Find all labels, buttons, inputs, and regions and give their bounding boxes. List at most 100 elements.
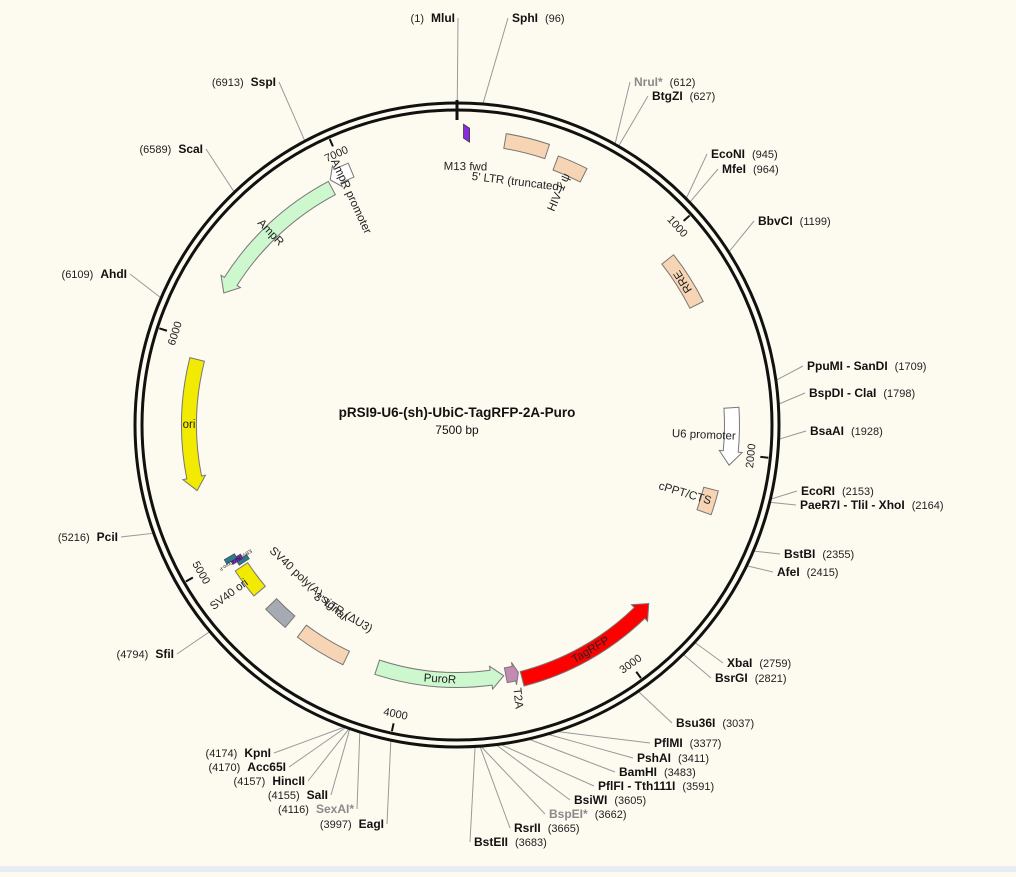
site-position: (2153)	[842, 486, 874, 498]
site-name: MfeI	[722, 162, 746, 176]
site-leader	[614, 81, 631, 145]
site-position: (1709)	[895, 361, 927, 373]
site-leader	[728, 220, 755, 253]
site-position: (1928)	[851, 426, 883, 438]
feature-puror[interactable]: PuroR	[374, 659, 505, 691]
site-position: (2355)	[822, 549, 854, 561]
site-leader	[528, 738, 616, 773]
feature-cppt[interactable]: cPPT/CTS	[657, 480, 719, 516]
site-paer7i-tlii-xhoi[interactable]: PaeR7I - TliI - XhoI(2164)	[800, 498, 943, 512]
site-name: Acc65I	[247, 760, 286, 774]
site-sexai-[interactable]: SexAI*(4116)	[278, 802, 354, 816]
site-position: (4155)	[268, 790, 300, 802]
site-name: PciI	[97, 530, 118, 544]
site-pcii[interactable]: PciI(5216)	[58, 530, 118, 544]
feature-rre[interactable]: RRE	[661, 254, 704, 309]
feature-sv40-ori[interactable]: SV40 ori	[208, 562, 267, 613]
feature-shape	[718, 406, 744, 466]
site-bspdi-clai[interactable]: BspDI - ClaI(1798)	[809, 386, 915, 400]
site-afei[interactable]: AfeI(2415)	[777, 565, 838, 579]
restriction-sites: MluI(1) SphI(96) NruI*(612)BtgZI(627) EcoNI…	[58, 11, 944, 849]
site-leader	[547, 733, 634, 759]
site-bsaai[interactable]: BsaAI(1928)	[810, 424, 883, 438]
feature-shape	[234, 562, 267, 597]
site-nrui-[interactable]: NruI*(612)	[634, 75, 695, 89]
feature-tagrfp[interactable]: TagRFP	[519, 603, 650, 687]
site-bsrgi[interactable]: BsrGI(2821)	[715, 671, 786, 685]
site-leader	[330, 728, 351, 796]
site-position: (2759)	[759, 658, 791, 670]
site-pflfi-tth111i[interactable]: PflFI - Tth111I(3591)	[598, 779, 714, 793]
site-leader	[746, 565, 774, 573]
site-name: Bsu36I	[676, 716, 715, 730]
site-ecori[interactable]: EcoRI(2153)	[801, 484, 874, 498]
site-bspei-[interactable]: BspEI*(3662)	[549, 807, 626, 821]
site-position: (612)	[670, 77, 696, 89]
site-name: SalI	[307, 788, 328, 802]
site-leader-lines	[120, 17, 807, 843]
site-sfii[interactable]: SfiI(4794)	[117, 647, 174, 661]
site-hincii[interactable]: HincII(4157)	[234, 774, 305, 788]
site-sali[interactable]: SalI (4155)	[268, 788, 328, 802]
feature-label: HIV-1 ψ	[546, 172, 573, 214]
site-ahdi[interactable]: AhdI(6109)	[62, 267, 127, 281]
tick-label: 5000	[189, 559, 212, 586]
site-rsrii[interactable]: RsrII (3665)	[514, 821, 579, 835]
feature-ampr[interactable]: AmpR	[220, 180, 337, 294]
site-scai[interactable]: ScaI(6589)	[140, 142, 203, 156]
site-xbai[interactable]: XbaI (2759)	[727, 656, 791, 670]
feature-sv40-polya[interactable]: SV40 poly(A) signal	[265, 545, 349, 629]
site-name: EagI	[359, 817, 384, 831]
site-pshai[interactable]: PshAI(3411)	[637, 751, 709, 765]
site-kpni[interactable]: KpnI(4174)	[206, 746, 271, 760]
map-title-group: pRSI9-U6-(sh)-UbiC-TagRFP-2A-Puro 7500 b…	[339, 405, 576, 437]
site-pflmi[interactable]: PflMI(3377)	[654, 736, 721, 750]
site-position: (2821)	[755, 673, 787, 685]
site-econi[interactable]: EcoNI(945)	[711, 147, 778, 161]
feature-shape	[503, 662, 519, 685]
site-bbvci[interactable]: BbvCI(1199)	[758, 214, 831, 228]
bottom-strip	[0, 866, 1016, 872]
site-position: (627)	[690, 91, 716, 103]
feature-ori[interactable]: ori	[181, 356, 207, 492]
site-bamhi[interactable]: BamHI(3483)	[619, 765, 696, 779]
site-sphi[interactable]: SphI(96)	[512, 11, 565, 25]
site-acc65i[interactable]: Acc65I(4170)	[209, 760, 287, 774]
site-name: SexAI*	[316, 802, 354, 816]
site-name: SfiI	[155, 647, 174, 661]
feature-shape	[265, 598, 296, 629]
site-position: (6109)	[62, 269, 94, 281]
site-name: RsrII	[514, 821, 541, 835]
site-bsteii[interactable]: BstEII(3683)	[474, 835, 547, 849]
site-leader	[386, 740, 392, 825]
site-leader	[770, 490, 798, 500]
primer-mark	[223, 553, 238, 565]
feature-ampr-promoter[interactable]: AmpR promoter	[328, 157, 373, 236]
site-position: (3665)	[548, 823, 580, 835]
site-leader	[307, 728, 350, 782]
feature-m13-fwd[interactable]: M13 fwd	[444, 123, 488, 174]
site-bsiwi[interactable]: BsiWI(3605)	[574, 793, 646, 807]
site-eagi[interactable]: EagI(3997)	[320, 817, 384, 831]
site-sspi[interactable]: SspI(6913)	[212, 75, 276, 89]
site-leader	[495, 744, 571, 801]
tick-label: 4000	[382, 706, 408, 723]
site-leader	[176, 631, 211, 655]
feature-t2a[interactable]: T2A	[503, 662, 525, 710]
site-mfei[interactable]: MfeI(964)	[722, 162, 779, 176]
site-ppumi-sandi[interactable]: PpuMI - SanDI (1709)	[807, 359, 926, 373]
site-position: (96)	[545, 13, 565, 25]
site-mlui[interactable]: MluI(1)	[411, 11, 455, 25]
site-name: XbaI	[727, 656, 752, 670]
site-bstbi[interactable]: BstBI(2355)	[784, 547, 854, 561]
feature-shape	[463, 123, 470, 143]
site-name: PpuMI - SanDI	[807, 359, 888, 373]
site-leader	[555, 730, 651, 744]
site-btgzi[interactable]: BtgZI(627)	[652, 89, 715, 103]
site-name: BbvCI	[758, 214, 793, 228]
feature-u6-promoter[interactable]: U6 promoter	[672, 406, 744, 466]
site-bsu36i[interactable]: Bsu36I(3037)	[676, 716, 754, 730]
site-name: MluI	[431, 11, 455, 25]
site-name: PflMI	[654, 736, 683, 750]
